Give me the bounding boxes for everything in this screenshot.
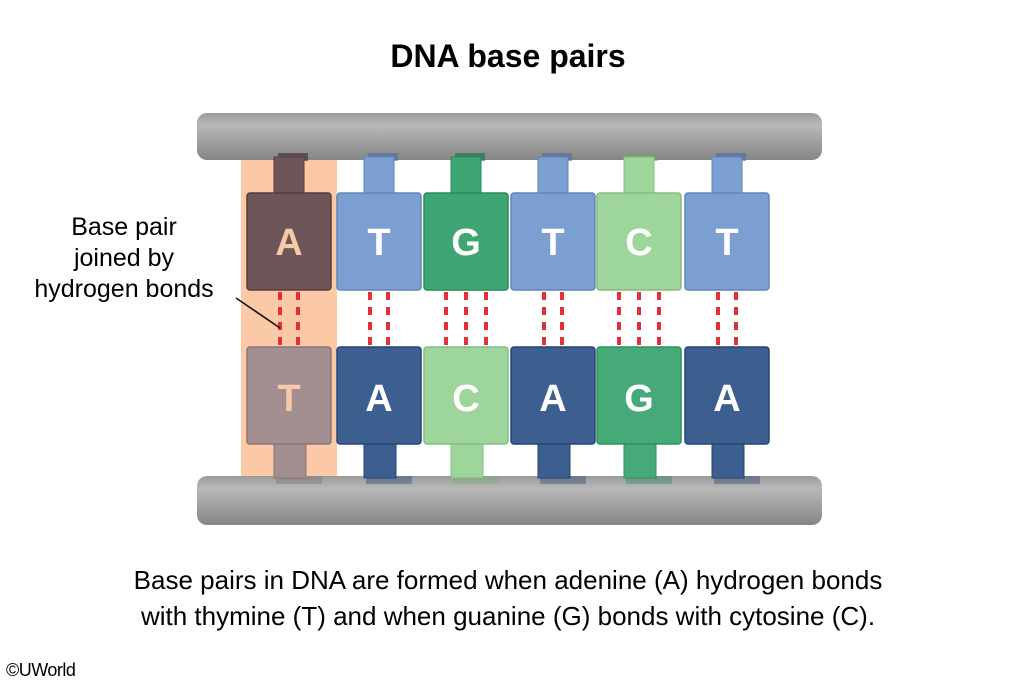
- bottom-base-attachment-shadow: [276, 476, 322, 484]
- top-base-T: T: [336, 153, 422, 291]
- bottom-base-G: G: [596, 346, 682, 484]
- top-base-G: G: [423, 153, 509, 291]
- top-base-T: T: [510, 153, 596, 291]
- bottom-base-C: C: [423, 346, 509, 484]
- bottom-base-stem: [623, 441, 657, 479]
- top-base-body: [246, 192, 332, 291]
- bottom-base-letter: A: [365, 378, 392, 420]
- bottom-base-stem: [363, 441, 397, 479]
- top-base-body: [596, 192, 682, 291]
- bottom-base-A: A: [510, 346, 596, 484]
- bottom-base-A: A: [684, 346, 770, 484]
- bottom-base-attachment-shadow: [366, 476, 412, 484]
- bottom-base-letter: G: [624, 378, 654, 420]
- bottom-base-attachment-shadow: [626, 476, 672, 484]
- bottom-base-stem: [711, 441, 745, 479]
- top-base-letter: T: [715, 222, 738, 264]
- top-base-body: [336, 192, 422, 291]
- top-base-letter: G: [451, 222, 481, 264]
- top-base-letter: T: [367, 222, 390, 264]
- top-base-stem: [711, 156, 743, 196]
- bottom-base-body: [596, 346, 682, 445]
- copyright-notice: ©UWorld: [6, 660, 76, 680]
- top-base-A: A: [246, 153, 332, 291]
- top-base-stem: [450, 156, 482, 196]
- top-base-stem: [363, 156, 395, 196]
- bottom-base-attachment-shadow: [540, 476, 586, 484]
- callout-line-3: hydrogen bonds: [34, 275, 214, 303]
- top-base-T: T: [684, 153, 770, 291]
- top-base-letter: A: [275, 222, 302, 264]
- bottom-base-attachment-shadow: [714, 476, 760, 484]
- callout-line-1: Base pair: [71, 213, 177, 241]
- bottom-base-T: T: [246, 346, 332, 484]
- base-pair-callout: Base pair joined by hydrogen bonds: [14, 212, 234, 305]
- top-base-letter: T: [541, 222, 564, 264]
- bottom-backbone: [197, 476, 822, 525]
- top-base-stem: [273, 156, 305, 196]
- caption-line-1: Base pairs in DNA are formed when adenin…: [133, 565, 883, 595]
- bottom-base-attachment-shadow: [453, 476, 499, 484]
- bottom-base-letter: C: [452, 378, 479, 420]
- bottom-base-letter: A: [539, 378, 566, 420]
- top-backbone: [197, 113, 822, 160]
- caption-line-2: with thymine (T) and when guanine (G) bo…: [140, 601, 876, 631]
- figure-caption: Base pairs in DNA are formed when adenin…: [0, 562, 1016, 634]
- top-base-stem: [623, 156, 655, 196]
- diagram-title: DNA base pairs: [390, 38, 626, 74]
- callout-line-2: joined by: [73, 244, 175, 272]
- bottom-base-body: [684, 346, 770, 445]
- top-base-body: [423, 192, 509, 291]
- bottom-base-A: A: [336, 346, 422, 484]
- bottom-base-letter: T: [277, 378, 300, 420]
- callout-pointer-line: [235, 297, 281, 329]
- top-base-body: [684, 192, 770, 291]
- bottom-base-stem: [537, 441, 571, 479]
- bottom-base-body: [246, 346, 332, 445]
- dna-diagram: A T T A G C T A C G T A: [197, 113, 822, 525]
- bottom-base-stem: [450, 441, 484, 479]
- top-base-C: C: [596, 153, 682, 291]
- top-base-stem: [537, 156, 569, 196]
- bottom-base-stem: [273, 441, 307, 479]
- bottom-base-body: [423, 346, 509, 445]
- bottom-base-body: [336, 346, 422, 445]
- bottom-base-letter: A: [713, 378, 740, 420]
- top-base-body: [510, 192, 596, 291]
- bottom-base-body: [510, 346, 596, 445]
- top-base-letter: C: [625, 222, 652, 264]
